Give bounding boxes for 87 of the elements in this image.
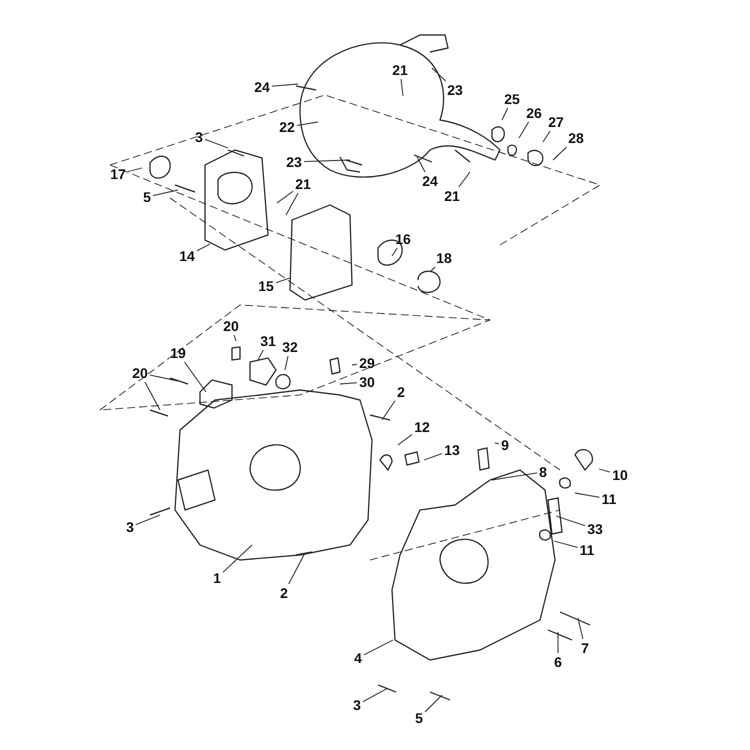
leader-line bbox=[578, 618, 584, 640]
callout-number: 5 bbox=[414, 710, 424, 726]
callout-number: 24 bbox=[253, 79, 271, 95]
leader-line bbox=[196, 244, 210, 252]
leader-line bbox=[430, 266, 436, 272]
callout-number: 25 bbox=[503, 91, 521, 107]
leader-line bbox=[494, 442, 500, 444]
leader-line bbox=[136, 514, 160, 526]
callout-number: 13 bbox=[443, 442, 461, 458]
leader-line bbox=[598, 468, 610, 473]
leader-line bbox=[286, 192, 299, 216]
callout-number: 2 bbox=[396, 384, 406, 400]
leader-line bbox=[398, 434, 412, 446]
leader-line bbox=[362, 688, 388, 702]
callout-number: 8 bbox=[538, 464, 548, 480]
callout-number: 30 bbox=[358, 374, 376, 390]
callout-number: 10 bbox=[611, 467, 629, 483]
callout-number: 7 bbox=[580, 640, 590, 656]
leader-line bbox=[276, 190, 294, 204]
callout-number: 29 bbox=[358, 355, 376, 371]
callout-number: 15 bbox=[257, 278, 275, 294]
leader-line bbox=[152, 190, 178, 196]
leader-line bbox=[352, 364, 358, 366]
callout-number: 33 bbox=[586, 521, 604, 537]
callout-number: 21 bbox=[391, 62, 409, 78]
callout-number: 2 bbox=[279, 585, 289, 601]
leader-line bbox=[502, 108, 508, 120]
callout-number: 4 bbox=[353, 650, 363, 666]
leader-line bbox=[184, 362, 206, 392]
callout-number: 21 bbox=[294, 176, 312, 192]
callout-number: 16 bbox=[394, 231, 412, 247]
leader-line bbox=[296, 122, 318, 126]
leader-line bbox=[556, 516, 586, 526]
callout-number: 6 bbox=[553, 654, 563, 670]
leader-line bbox=[518, 122, 530, 138]
callout-number: 17 bbox=[109, 166, 127, 182]
callout-number: 32 bbox=[281, 339, 299, 355]
leader-line bbox=[400, 78, 404, 96]
callout-number: 23 bbox=[285, 154, 303, 170]
callout-number: 19 bbox=[169, 345, 187, 361]
callout-number: 21 bbox=[443, 188, 461, 204]
callout-number: 27 bbox=[547, 114, 565, 130]
callout-number: 12 bbox=[413, 419, 431, 435]
callout-number: 3 bbox=[352, 697, 362, 713]
leader-line bbox=[284, 356, 288, 370]
leader-line bbox=[258, 350, 264, 360]
leader-line bbox=[416, 156, 426, 172]
callout-number: 20 bbox=[131, 365, 149, 381]
leader-line bbox=[340, 382, 358, 384]
callout-number: 18 bbox=[435, 250, 453, 266]
callout-number: 3 bbox=[194, 129, 204, 145]
callout-number: 5 bbox=[142, 189, 152, 205]
callout-number: 20 bbox=[222, 318, 240, 334]
callout-number: 3 bbox=[125, 519, 135, 535]
leader-line bbox=[288, 552, 306, 584]
leader-line bbox=[554, 540, 578, 548]
leader-line bbox=[304, 160, 350, 162]
leader-line bbox=[272, 84, 298, 87]
leader-line bbox=[492, 472, 538, 480]
callout-number: 11 bbox=[600, 491, 618, 507]
leader-line bbox=[392, 248, 398, 256]
leader-line bbox=[552, 146, 568, 160]
callout-number: 23 bbox=[446, 82, 464, 98]
callout-number: 22 bbox=[278, 119, 296, 135]
callout-number: 9 bbox=[500, 437, 510, 453]
leader-line bbox=[364, 640, 394, 656]
leader-line bbox=[204, 138, 228, 148]
leader-line bbox=[574, 492, 600, 498]
leader-line bbox=[144, 382, 160, 410]
callout-number: 24 bbox=[421, 173, 439, 189]
callout-number: 28 bbox=[567, 130, 585, 146]
leader-line bbox=[150, 374, 178, 382]
leader-line bbox=[432, 68, 446, 82]
callout-number: 1 bbox=[212, 570, 222, 586]
leader-line bbox=[424, 453, 442, 460]
leader-line bbox=[128, 168, 142, 172]
leader-line bbox=[382, 400, 396, 420]
callout-number: 11 bbox=[578, 542, 596, 558]
leader-line bbox=[458, 172, 470, 188]
leader-line bbox=[424, 694, 442, 712]
leader-line bbox=[542, 130, 551, 142]
leader-line bbox=[234, 334, 236, 342]
leader-line bbox=[276, 278, 290, 284]
callout-number: 26 bbox=[525, 105, 543, 121]
callout-number: 31 bbox=[259, 333, 277, 349]
callout-number: 14 bbox=[178, 248, 196, 264]
leader-line bbox=[222, 544, 252, 573]
